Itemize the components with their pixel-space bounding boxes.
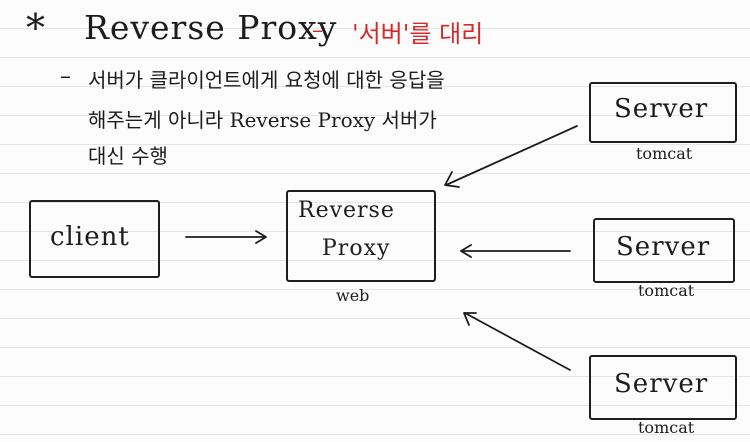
arrow-server3-to-proxy (463, 312, 571, 371)
arrow-server2-to-proxy (460, 244, 571, 258)
server-label-2: Server (616, 232, 711, 262)
server-caption-2: tomcat (638, 281, 695, 300)
server-box-3 (589, 355, 737, 420)
title-dash: – (312, 18, 323, 43)
arrow-server1-to-proxy (444, 125, 578, 188)
title-star: * (26, 6, 45, 50)
server-caption-3: tomcat (638, 418, 695, 437)
server-label-1: Server (614, 94, 709, 124)
proxy-label-line-1: Reverse (298, 198, 395, 223)
server-caption-1: tomcat (636, 144, 693, 163)
server-label-3: Server (614, 369, 709, 399)
title-highlight: '서버'를 대리 (352, 20, 484, 48)
proxy-label-line-2: Proxy (322, 236, 391, 261)
note-line-2: 해주는게 아니라 Reverse Proxy 서버가 (88, 108, 437, 132)
arrow-client-to-proxy (185, 230, 267, 244)
note-line-1: 서버가 클라이언트에게 요청에 대한 응답을 (88, 68, 445, 92)
client-label: client (50, 222, 130, 252)
note-line-3: 대신 수행 (88, 144, 168, 168)
proxy-caption: web (336, 286, 370, 305)
proxy-box (286, 190, 436, 282)
server-box-2 (593, 218, 735, 283)
note-bullet: – (60, 64, 71, 89)
server-box-1 (589, 82, 737, 143)
client-box (29, 200, 160, 278)
page-title: Reverse Proxy (84, 8, 338, 47)
